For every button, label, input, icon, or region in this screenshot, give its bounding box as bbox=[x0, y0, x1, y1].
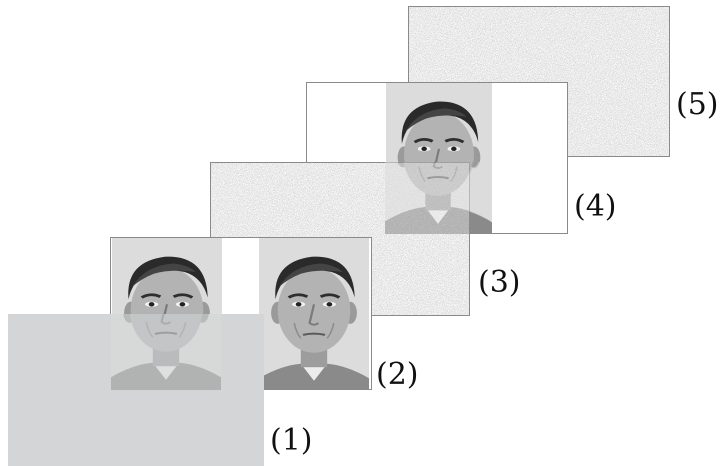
face-photo-overlap bbox=[385, 162, 491, 234]
label-3: (3) bbox=[478, 265, 521, 300]
face-photo-right bbox=[259, 238, 369, 390]
frame-4-face-overlap bbox=[385, 162, 491, 234]
label-5: (5) bbox=[676, 87, 719, 122]
frame-2-face-overlap bbox=[111, 314, 221, 390]
label-4: (4) bbox=[574, 189, 617, 224]
face-photo-left-overlap bbox=[111, 314, 221, 390]
label-1: (1) bbox=[270, 423, 313, 458]
label-2: (2) bbox=[376, 357, 419, 392]
